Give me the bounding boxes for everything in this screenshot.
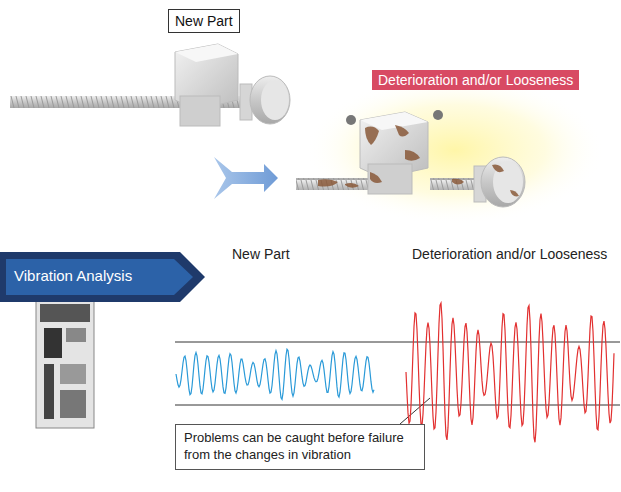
- glow: [305, 75, 605, 225]
- new-part-illustration: [10, 44, 290, 126]
- node-text: New Part: [175, 13, 233, 29]
- deteriorated-wave: [406, 303, 614, 442]
- node-text: Vibration Analysis: [14, 267, 132, 284]
- deteriorated-illustration: [296, 110, 525, 207]
- threshold-lines: [175, 342, 620, 405]
- wave-title: New Part: [232, 246, 290, 262]
- arrow-banner: Vibration Analysis: [0, 252, 205, 302]
- node-text: Problems can be caught before failure fr…: [184, 430, 416, 464]
- transition-arrow: [214, 157, 278, 199]
- servo-drive: [36, 300, 94, 428]
- leader-line: [400, 398, 430, 424]
- new-part-wave: [176, 349, 374, 399]
- wave-title: Deterioration and/or Looseness: [412, 246, 607, 262]
- warning-band: Deterioration and/or Looseness: [372, 70, 579, 90]
- callout-box: Problems can be caught before failure fr…: [175, 424, 425, 470]
- node-text: Deterioration and/or Looseness: [378, 72, 573, 88]
- label-box: New Part: [168, 9, 240, 33]
